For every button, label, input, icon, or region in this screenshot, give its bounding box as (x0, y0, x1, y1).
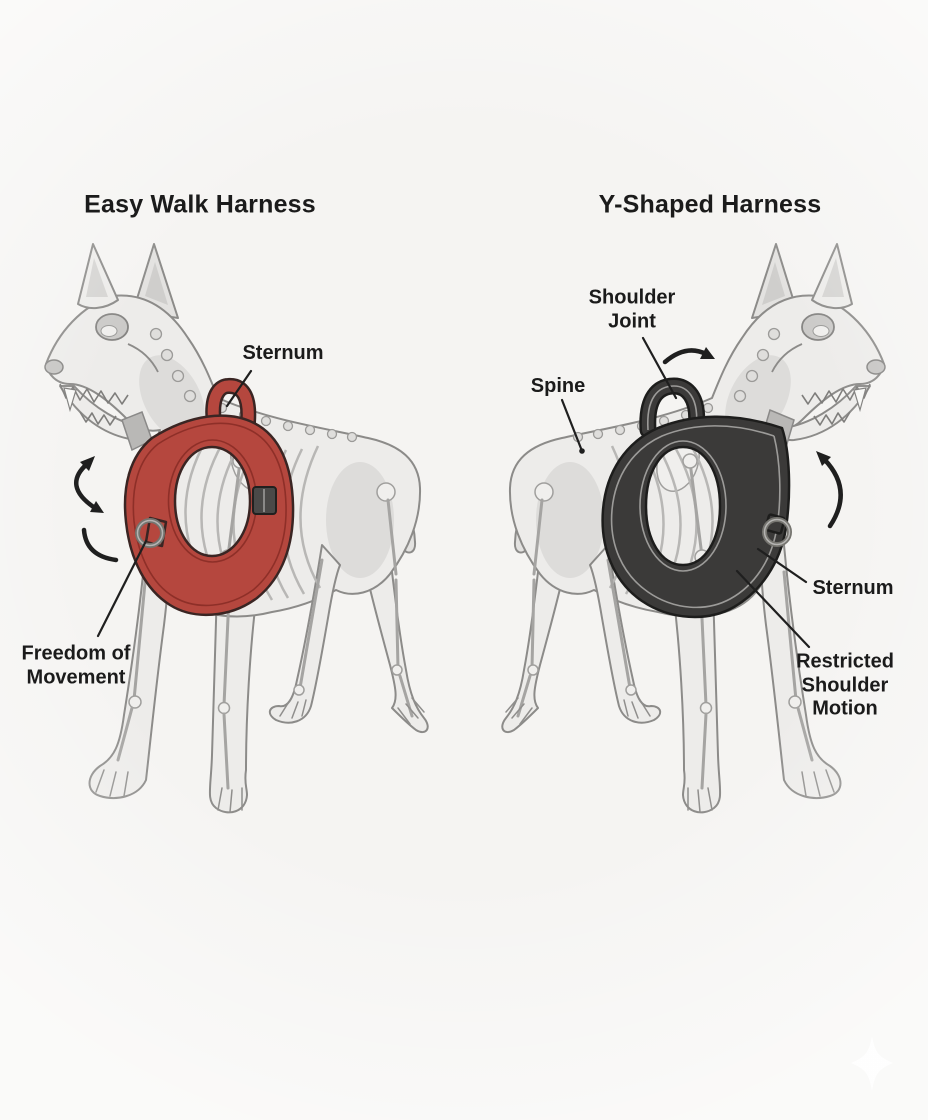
right-dog-illustration (500, 242, 887, 814)
left-dog-illustration (43, 242, 430, 814)
rotation-range-arrow (74, 461, 98, 511)
label-sternum-right: Sternum (812, 577, 894, 600)
shoulder-rotation-arrow (662, 348, 709, 365)
motion-arc (81, 527, 119, 563)
upward-rotation-arrow (821, 456, 843, 529)
right-panel-title: Y-Shaped Harness (598, 190, 822, 219)
leader-spine-dot (579, 448, 585, 454)
left-panel-title: Easy Walk Harness (84, 190, 316, 219)
label-spine: Spine (530, 375, 586, 398)
label-freedom-of-movement: Freedom of Movement (21, 642, 131, 688)
label-shoulder-joint: Shoulder Joint (588, 286, 676, 332)
label-restricted-shoulder-motion: Restricted Shoulder Motion (796, 650, 894, 720)
sparkle-watermark (851, 1036, 893, 1091)
label-sternum-left: Sternum (242, 342, 324, 365)
